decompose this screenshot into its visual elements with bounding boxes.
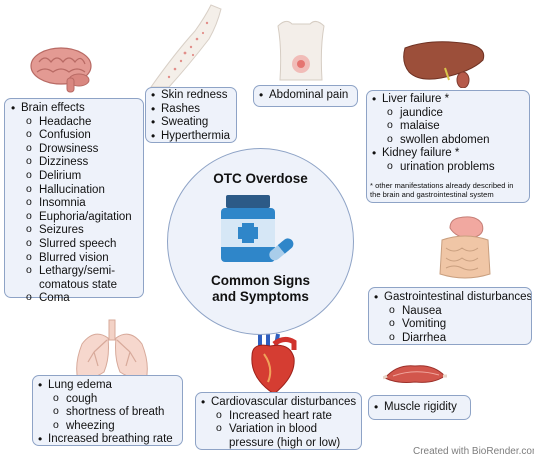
hub-subtitle: Common Signs and Symptoms [168, 273, 353, 305]
liver-kidney-icon [403, 41, 485, 88]
hub-subtitle-line1: Common Signs [210, 273, 310, 288]
breathing-rate-heading: Increased breathing rate [36, 433, 179, 447]
symptom-item: Muscle rigidity [372, 401, 467, 415]
symptom-item: wheezing [36, 419, 179, 434]
liver-failure-heading: Liver failure * [370, 93, 526, 107]
symptom-item: Slurred speech [9, 237, 139, 252]
stomach-intestine-icon [439, 216, 491, 279]
torso-icon [277, 20, 325, 81]
symptom-item-continued: pressure (high or low) [229, 436, 341, 449]
symptom-item: Insomnia [9, 196, 139, 211]
symptom-item-continued: comatous state [39, 278, 117, 291]
symptom-item: urination problems [370, 160, 526, 175]
symptom-item: jaundice [370, 106, 526, 121]
symptom-item: Lethargy/semi- [9, 264, 139, 279]
lung-edema-heading: Lung edema [36, 379, 179, 393]
symptom-item: Vomiting [372, 317, 528, 332]
footnote-line1: * other manifestations already described… [370, 180, 514, 190]
gastrointestinal-box: Gastrointestinal disturbances Nausea Vom… [368, 287, 532, 345]
symptom-item: Euphoria/agitation [9, 210, 139, 225]
kidney-failure-heading: Kidney failure * [370, 147, 526, 161]
symptom-item: Abdominal pain [257, 89, 354, 103]
symptom-item: shortness of breath [36, 405, 179, 420]
capsule-icon [269, 238, 294, 261]
medicine-bottle-icon [221, 195, 275, 262]
heart-icon [251, 332, 297, 395]
skin-box: Skin redness Rashes Sweating Hyperthermi… [145, 87, 237, 143]
center-hub: OTC Overdose Common Signs and Symptoms [167, 148, 354, 335]
cardiovascular-box: Cardiovascular disturbances Increased he… [195, 392, 362, 450]
symptom-item: swollen abdomen [370, 133, 526, 148]
footnote-line2: the brain and gastrointestinal system [370, 190, 494, 200]
lungs-icon [76, 319, 148, 381]
symptom-item: malaise [370, 119, 526, 134]
symptom-item: Confusion [9, 128, 139, 143]
symptom-item: Nausea [372, 304, 528, 319]
brain-effects-heading: Brain effects [9, 102, 139, 116]
brain-icon [30, 47, 92, 93]
hub-title: OTC Overdose [213, 171, 308, 186]
credit-text: Created with BioRender.com [413, 446, 534, 457]
footnote: * other manifestations already described… [370, 181, 526, 200]
muscle-box: Muscle rigidity [368, 395, 471, 420]
cardiovascular-heading: Cardiovascular disturbances [199, 396, 358, 410]
abdomen-box: Abdominal pain [253, 85, 358, 107]
muscle-icon [383, 365, 447, 383]
symptom-item: Drowsiness [9, 142, 139, 157]
symptom-item: Delirium [9, 169, 139, 184]
symptom-item: Seizures [9, 223, 139, 238]
symptom-item: Skin redness [149, 89, 233, 103]
lung-box: Lung edema cough shortness of breath whe… [32, 375, 183, 447]
symptom-item: Sweating [149, 116, 233, 130]
hub-subtitle-line2: and Symptoms [212, 289, 309, 304]
symptom-item: Blurred vision [9, 251, 139, 266]
arm-skin-icon [150, 4, 222, 88]
symptom-item: Diarrhea [372, 331, 528, 344]
organ-failure-box: Liver failure * jaundice malaise swollen… [366, 90, 530, 203]
symptom-item: Hallucination [9, 183, 139, 198]
symptom-item: cough [36, 392, 179, 407]
symptom-item: Coma [9, 291, 139, 306]
symptom-item: Headache [9, 115, 139, 130]
symptom-item: Increased heart rate [199, 409, 358, 424]
brain-effects-box: Brain effects Headache Confusion Drowsin… [4, 98, 144, 305]
gastrointestinal-heading: Gastrointestinal disturbances [372, 291, 531, 305]
symptom-item: Variation in blood [199, 422, 358, 437]
symptom-item: Dizziness [9, 155, 139, 170]
symptom-item: Rashes [149, 103, 233, 117]
symptom-item: Hyperthermia [149, 130, 233, 144]
